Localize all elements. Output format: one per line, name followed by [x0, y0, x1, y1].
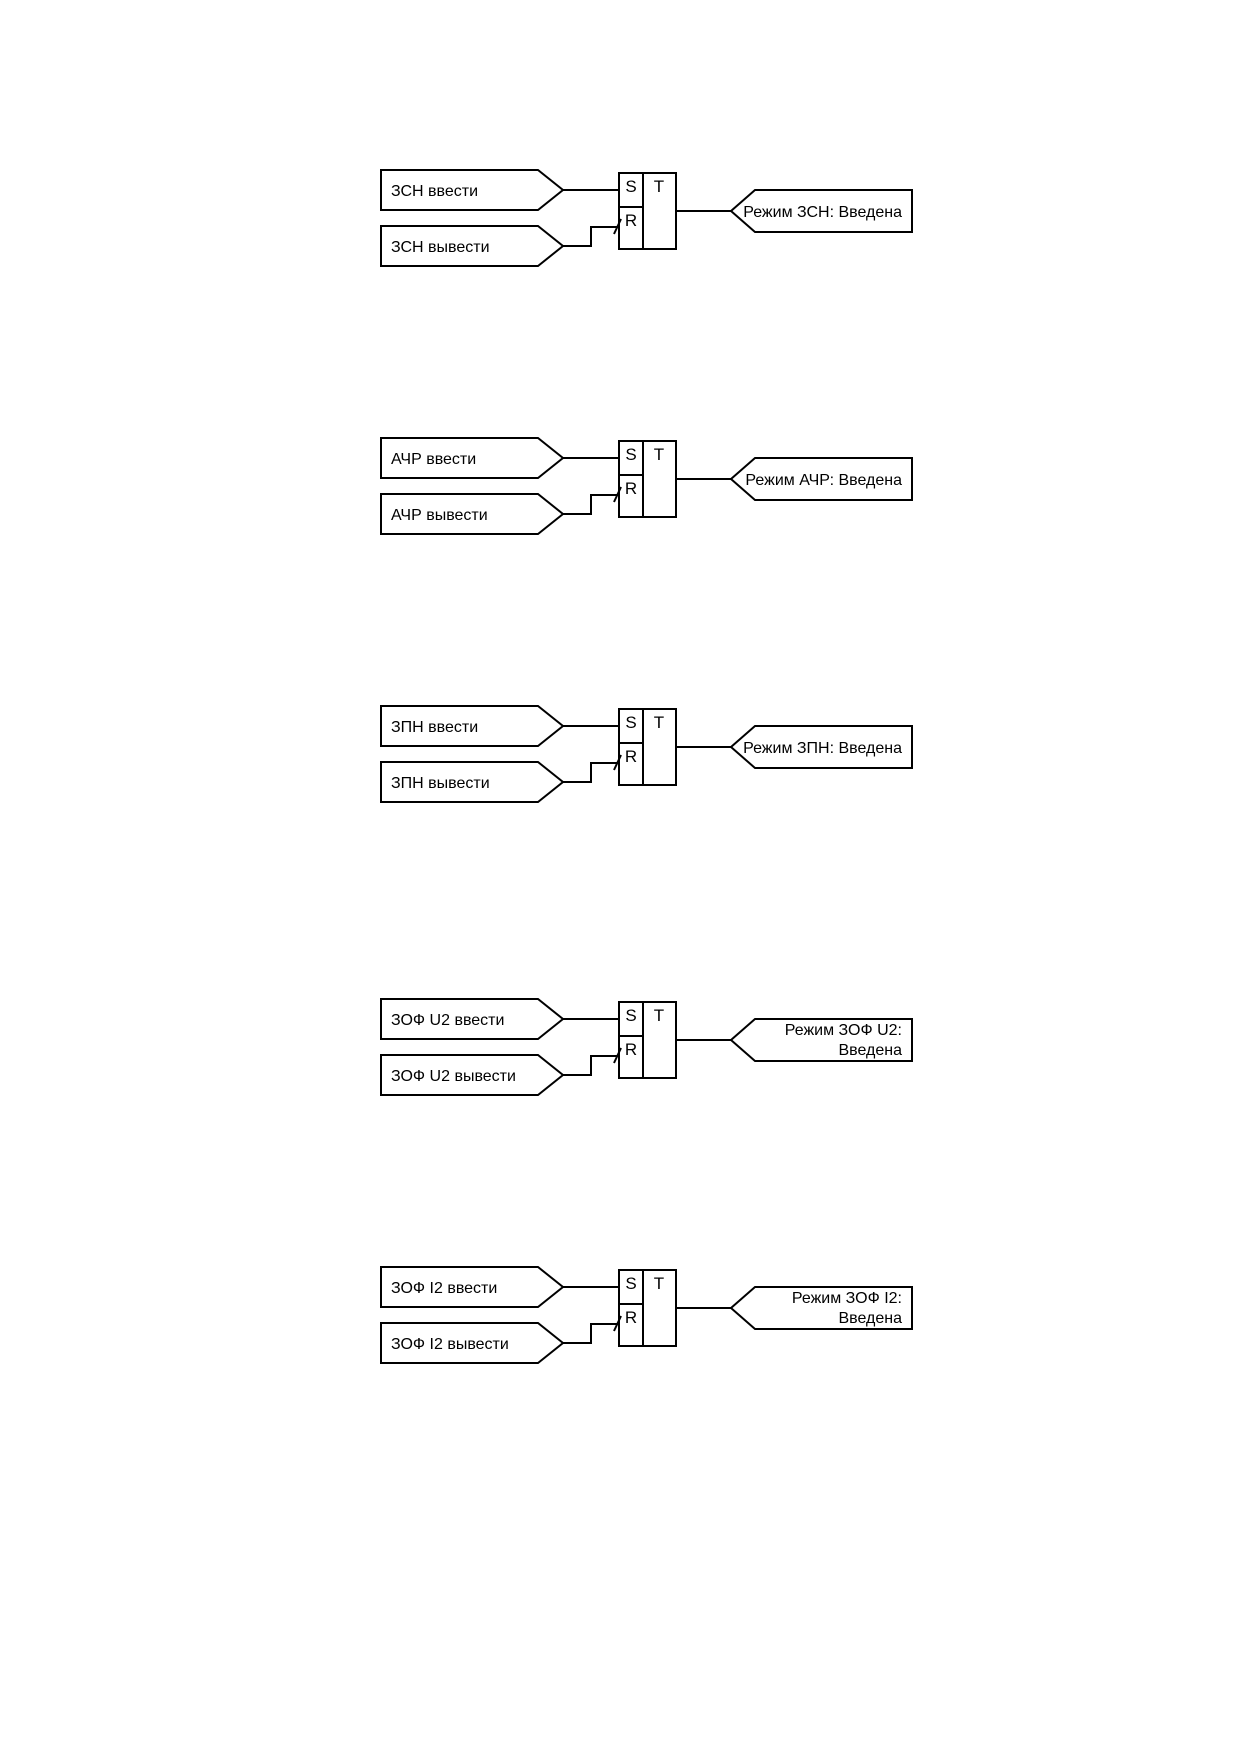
set-input-label: ЗОФ I2 ввести — [391, 1280, 497, 1297]
reset-input-label: ЗОФ I2 вывести — [391, 1336, 509, 1353]
output-label: Режим АЧР: Введена — [745, 472, 902, 489]
trigger-box — [618, 172, 677, 250]
output-label: Режим ЗСН: Введена — [743, 204, 902, 221]
output-flag — [729, 189, 913, 233]
set-input-flag — [380, 705, 565, 747]
set-input-label: АЧР ввести — [391, 451, 476, 468]
reset-input-flag — [380, 1054, 565, 1096]
trigger-pin-label: T — [654, 177, 664, 196]
set-input-label: ЗОФ U2 ввести — [391, 1012, 504, 1029]
trigger-pin-label: T — [654, 1274, 664, 1293]
set-input-label: ЗПН ввести — [391, 719, 478, 736]
reset-wire — [563, 494, 619, 515]
trigger-box — [618, 708, 677, 786]
reset-pin-label: R — [625, 211, 637, 230]
trigger-box — [618, 1001, 677, 1079]
trigger-pin-label: T — [654, 713, 664, 732]
set-pin-label: S — [625, 177, 636, 196]
reset-pin-label: R — [625, 747, 637, 766]
inversion-mark — [613, 218, 622, 235]
set-input-flag — [380, 437, 565, 479]
inversion-mark — [613, 1047, 622, 1064]
reset-input-flag — [380, 493, 565, 535]
reset-pin-label: R — [625, 1040, 637, 1059]
set-pin-label: S — [625, 713, 636, 732]
output-label: Режим ЗОФ U2: — [785, 1022, 902, 1039]
output-label: Режим ЗОФ I2: — [792, 1290, 902, 1307]
set-input-flag — [380, 1266, 565, 1308]
reset-input-label: ЗОФ U2 вывести — [391, 1068, 516, 1085]
output-flag — [729, 457, 913, 501]
reset-wire — [563, 226, 619, 247]
set-input-flag — [380, 998, 565, 1040]
set-input-label: ЗСН ввести — [391, 183, 478, 200]
output-label: Режим ЗПН: Введена — [743, 740, 902, 757]
output-label: Введена — [838, 1310, 902, 1327]
trigger-pin-label: T — [654, 1006, 664, 1025]
reset-wire — [563, 762, 619, 783]
set-pin-label: S — [625, 445, 636, 464]
trigger-box — [618, 1269, 677, 1347]
reset-input-flag — [380, 761, 565, 803]
set-input-flag — [380, 169, 565, 211]
reset-wire — [563, 1323, 619, 1344]
output-flag — [729, 1018, 913, 1062]
output-label: Введена — [838, 1042, 902, 1059]
reset-input-label: ЗСН вывести — [391, 239, 490, 256]
output-flag — [729, 725, 913, 769]
set-pin-label: S — [625, 1274, 636, 1293]
inversion-mark — [613, 1315, 622, 1332]
reset-input-flag — [380, 1322, 565, 1364]
output-flag — [729, 1286, 913, 1330]
inversion-mark — [613, 486, 622, 503]
reset-wire — [563, 1055, 619, 1076]
reset-pin-label: R — [625, 479, 637, 498]
trigger-pin-label: T — [654, 445, 664, 464]
reset-input-flag — [380, 225, 565, 267]
reset-input-label: АЧР вывести — [391, 507, 488, 524]
reset-input-label: ЗПН вывести — [391, 775, 490, 792]
set-pin-label: S — [625, 1006, 636, 1025]
inversion-mark — [613, 754, 622, 771]
reset-pin-label: R — [625, 1308, 637, 1327]
